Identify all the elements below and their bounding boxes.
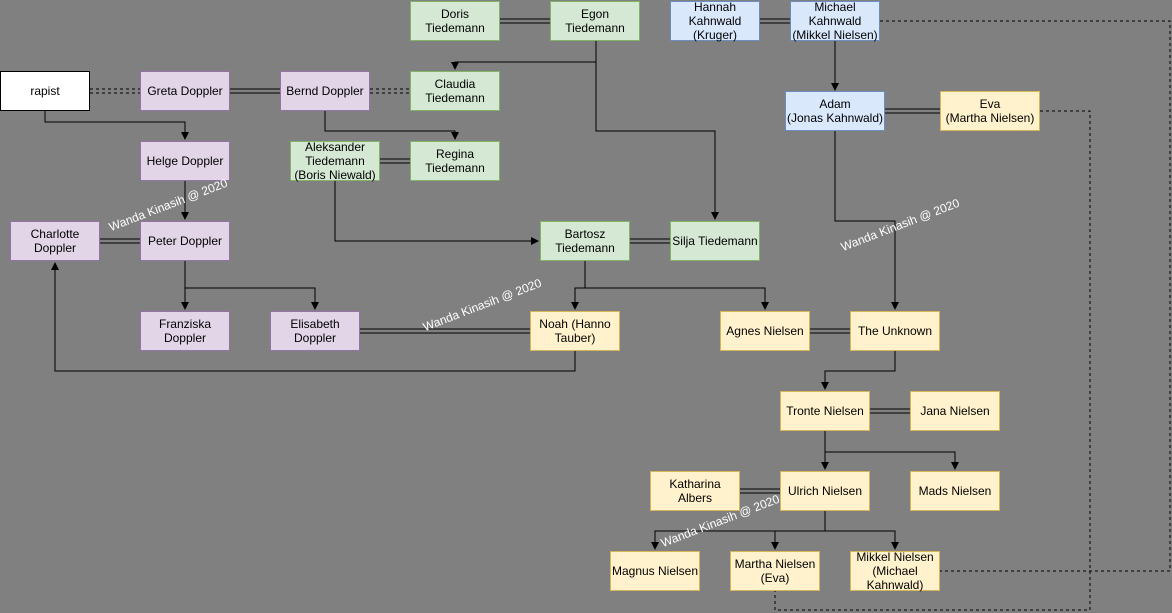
- link-hannah-michael: [760, 18, 790, 24]
- partner-links: [100, 18, 940, 494]
- arrow-unknown-tronte: [821, 351, 896, 390]
- arrow-bartosz-noah: [571, 261, 586, 310]
- node-rapist: rapist: [0, 71, 90, 111]
- dashed-michael-right: [880, 20, 1171, 572]
- node-the-unknown: The Unknown: [850, 311, 940, 351]
- arrow-peter-elisabeth: [185, 287, 319, 310]
- arrow-egon-claudia: [451, 41, 597, 70]
- node-elisabeth-doppler: Elisabeth Doppler: [270, 311, 360, 351]
- child-links: [44, 41, 959, 550]
- dashed-rapist-greta: [90, 88, 140, 94]
- dashed-bernd-claudia: [370, 88, 410, 94]
- dashed-links: [90, 20, 1171, 611]
- node-helge-doppler: Helge Doppler: [140, 141, 230, 181]
- link-greta-bernd: [230, 88, 280, 94]
- link-adam-eva: [885, 108, 940, 114]
- node-tronte-nielsen: Tronte Nielsen: [780, 391, 870, 431]
- node-egon-tiedemann: Egon Tiedemann: [550, 1, 640, 41]
- node-charlotte-doppler: Charlotte Doppler: [10, 221, 100, 261]
- node-adam: Adam (Jonas Kahnwald): [785, 91, 885, 131]
- dashed-eva-mikkel: [774, 110, 1091, 611]
- node-agnes-nielsen: Agnes Nielsen: [720, 311, 810, 351]
- link-agnes-unknown: [810, 328, 850, 334]
- node-claudia-tiedemann: Claudia Tiedemann: [410, 71, 500, 111]
- arrow-noah-charlotte: [51, 262, 576, 372]
- node-eva: Eva (Martha Nielsen): [940, 91, 1040, 131]
- link-tronte-jana: [870, 408, 910, 414]
- node-bernd-doppler: Bernd Doppler: [280, 71, 370, 111]
- node-peter-doppler: Peter Doppler: [140, 221, 230, 261]
- arrow-aleksander-bartosz: [334, 181, 539, 245]
- arrow-adam-unknown: [834, 131, 899, 310]
- arrow-tronte-mads: [825, 451, 959, 470]
- node-hannah-kahnwald: Hannah Kahnwald (Kruger): [670, 0, 760, 42]
- node-bartosz-tiedemann: Bartosz Tiedemann: [540, 221, 630, 261]
- node-jana-nielsen: Jana Nielsen: [910, 391, 1000, 431]
- node-michael-kahnwald: Michael Kahnwald (Mikkel Nielsen): [790, 0, 880, 42]
- node-greta-doppler: Greta Doppler: [140, 71, 230, 111]
- link-elisabeth-noah: [360, 328, 530, 334]
- node-mikkel-nielsen: Mikkel Nielsen (Michael Kahnwald): [850, 550, 940, 592]
- arrow-ulrich-magnus: [651, 511, 826, 550]
- node-doris-tiedemann: Doris Tiedemann: [410, 1, 500, 41]
- node-aleksander-tiedemann: Aleksander Tiedemann (Boris Niewald): [290, 140, 380, 182]
- link-katharina-ulrich: [740, 488, 780, 494]
- arrow-egon-silja: [595, 41, 719, 220]
- node-katharina-albers: Katharina Albers: [650, 471, 740, 511]
- node-noah: Noah (Hanno Tauber): [530, 311, 620, 351]
- node-martha-nielsen: Martha Nielsen (Eva): [730, 551, 820, 591]
- node-ulrich-nielsen: Ulrich Nielsen: [780, 471, 870, 511]
- arrow-bernd-regina: [324, 111, 459, 140]
- node-regina-tiedemann: Regina Tiedemann: [410, 141, 500, 181]
- node-mads-nielsen: Mads Nielsen: [910, 471, 1000, 511]
- link-aleksander-regina: [380, 158, 410, 164]
- arrow-bartosz-agnes: [585, 287, 769, 310]
- link-charlotte-peter: [100, 238, 140, 244]
- node-silja-tiedemann: Silja Tiedemann: [670, 221, 760, 261]
- node-franziska-doppler: Franziska Doppler: [140, 311, 230, 351]
- link-doris-egon: [500, 18, 550, 24]
- arrow-rapist-helge: [44, 111, 189, 140]
- node-magnus-nielsen: Magnus Nielsen: [610, 551, 700, 591]
- link-bartosz-silja: [630, 238, 670, 244]
- arrow-ulrich-mikkel: [825, 530, 899, 550]
